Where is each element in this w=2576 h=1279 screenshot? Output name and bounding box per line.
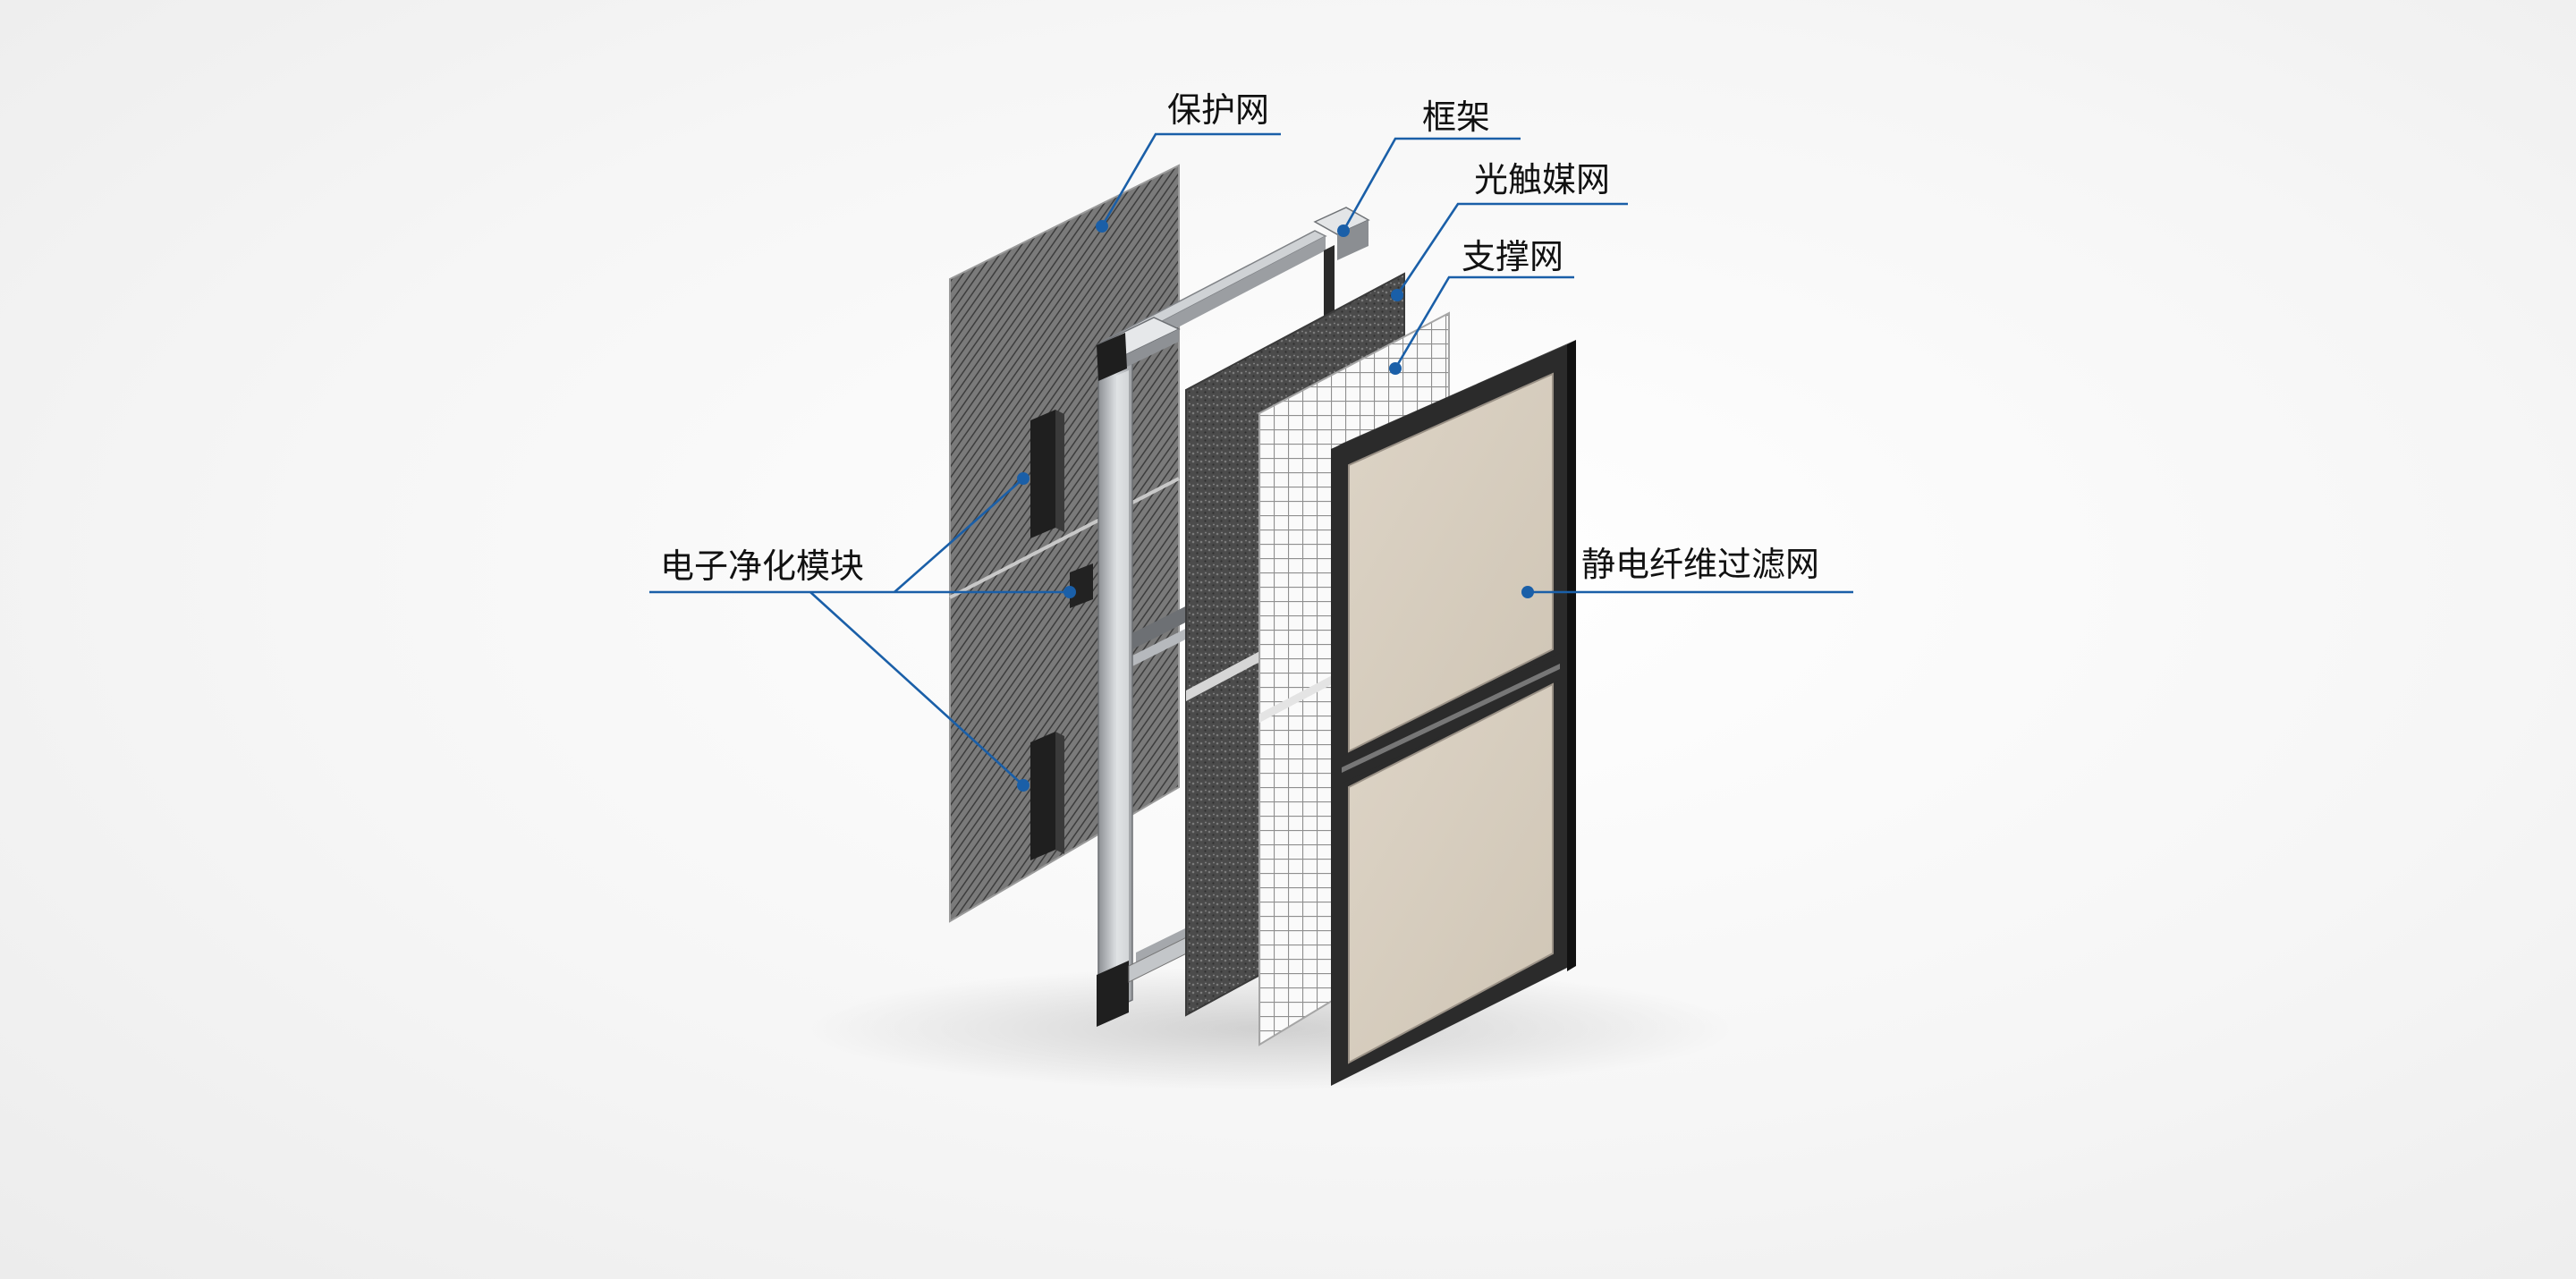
dot-electronic-center	[1063, 586, 1076, 598]
leader-protective-mesh	[1100, 132, 1281, 227]
electrostatic-filter-panel	[1331, 340, 1576, 1086]
dot-frame	[1337, 224, 1350, 237]
leader-photocatalyst-mesh	[1395, 202, 1628, 296]
electronic-module-upper	[1030, 410, 1064, 538]
dot-electronic-lower	[1017, 779, 1030, 792]
protective-mesh-panel	[949, 164, 1180, 923]
dot-support-mesh	[1389, 362, 1402, 375]
leader-support-mesh	[1394, 275, 1574, 369]
dot-electronic-upper	[1017, 472, 1030, 485]
leader-lines	[649, 132, 1853, 786]
leader-dots	[1017, 220, 1534, 792]
leader-frame	[1342, 137, 1521, 232]
dot-photocatalyst-mesh	[1391, 289, 1403, 301]
dot-electrostatic-filter	[1521, 586, 1534, 598]
dot-protective-mesh	[1096, 220, 1108, 233]
electronic-module-center	[1070, 563, 1093, 608]
electronic-module-lower	[1030, 732, 1064, 860]
